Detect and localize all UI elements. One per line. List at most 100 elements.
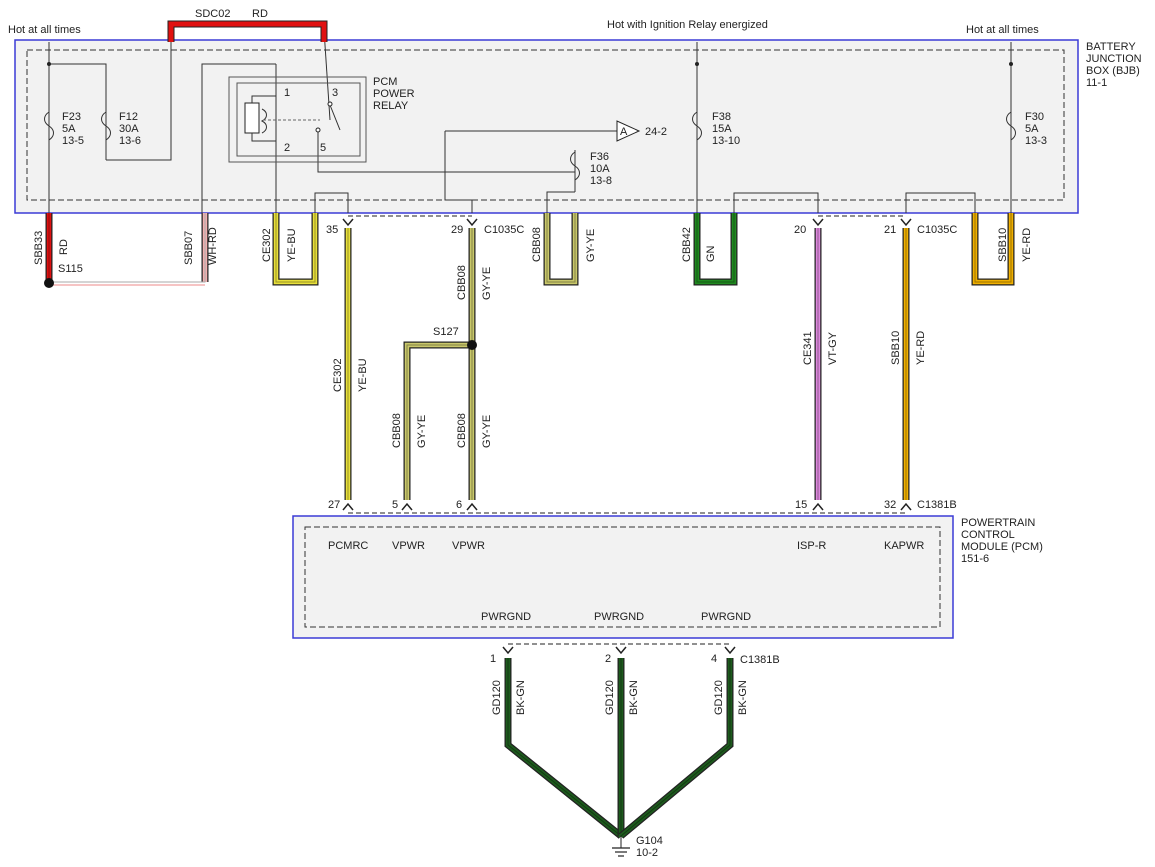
relay-pin-3: 3 xyxy=(332,87,338,99)
wire-gd120-1-color-label: BK-GN xyxy=(515,680,527,715)
ground-g104-id: G104 xyxy=(636,835,663,847)
cavity-29 xyxy=(466,218,478,227)
offpage-letter: A xyxy=(620,126,628,138)
fuse-f23: F23 5A 13-5 xyxy=(44,111,84,147)
bjb-label-line2: JUNCTION xyxy=(1086,53,1142,65)
wire-gd120-2-circuit-label: GD120 xyxy=(604,680,616,715)
fuse-f23-id: F23 xyxy=(62,111,81,123)
cavity-35 xyxy=(342,218,354,227)
pin-top-20: 20 xyxy=(794,224,806,236)
pcm-label-line1: POWERTRAIN xyxy=(961,517,1035,529)
hot-label-left: Hot at all times xyxy=(8,24,81,36)
fuse-f36: F36 10A 13-8 xyxy=(570,151,612,187)
ground-g104: G104 10-2 xyxy=(612,835,663,859)
relay-pin-2: 2 xyxy=(284,142,290,154)
connector-c1035c-label-right: C1035C xyxy=(917,224,957,236)
bjb-label: BATTERY JUNCTION BOX (BJB) 11-1 xyxy=(1086,41,1142,89)
pcm-signal-isp-r: ISP-R xyxy=(797,540,826,552)
wire-cbb08-loop-circuit-label: CBB08 xyxy=(531,227,543,262)
cavity-20 xyxy=(812,218,824,227)
relay-label-line1: PCM xyxy=(373,76,397,88)
pcm-signal-pwrgnd-2: PWRGND xyxy=(594,611,644,623)
connector-c1035c-label-left: C1035C xyxy=(484,224,524,236)
cavity-g2 xyxy=(615,646,627,655)
fuse-f12-amps: 30A xyxy=(119,123,139,135)
wire-cbb08-lower-circuit-label: CBB08 xyxy=(456,413,468,448)
fuse-f23-amps: 5A xyxy=(62,123,76,135)
wire-ce302-pcm-circuit-label: CE302 xyxy=(332,358,344,392)
bjb-junction-f23 xyxy=(47,62,51,66)
wire-sdc02-circuit: SDC02 xyxy=(195,8,230,20)
bjb-junction-f30 xyxy=(1009,62,1013,66)
wire-ce341-circuit-label: CE341 xyxy=(802,331,814,365)
bjb-inner-dash xyxy=(26,49,1065,201)
wire-cbb42-loop xyxy=(693,213,738,286)
splice-s127-dot xyxy=(467,340,477,350)
cavity-32 xyxy=(900,502,912,511)
pin-pcm-6: 6 xyxy=(456,499,462,511)
wire-gd120-2-color-label: BK-GN xyxy=(628,680,640,715)
cavity-g4 xyxy=(724,646,736,655)
cavity-6 xyxy=(466,502,478,511)
connector-c1381b-label-top: C1381B xyxy=(917,499,957,511)
pcm-inner-dash xyxy=(304,526,941,628)
offpage-ref: 24-2 xyxy=(645,126,667,138)
fuse-f30-amps: 5A xyxy=(1025,123,1039,135)
pin-pcm-15: 15 xyxy=(795,499,807,511)
pin-pcm-27: 27 xyxy=(328,499,340,511)
offpage-triangle xyxy=(616,120,641,142)
offpage-reference: A 24-2 xyxy=(616,120,667,142)
wire-cbb08-branch xyxy=(403,341,472,500)
wire-sbb07-color-label: WH-RD xyxy=(207,227,219,265)
wire-ce302-pcm-color-label: YE-BU xyxy=(357,358,369,392)
bjb-box xyxy=(14,39,1079,214)
bjb-label-line3: BOX (BJB) xyxy=(1086,65,1140,77)
wire-cbb42-loop-circuit-label: CBB42 xyxy=(681,227,693,262)
wire-sdc02-color: RD xyxy=(252,8,268,20)
splice-s115-label: S115 xyxy=(58,263,83,275)
cavity-5 xyxy=(401,502,413,511)
pcm-label: POWERTRAIN CONTROL MODULE (PCM) 151-6 xyxy=(961,517,1043,565)
fuse-f12: F12 30A 13-6 xyxy=(101,111,141,147)
relay-coil xyxy=(244,102,260,134)
wire-cbb08-main-color-label: GY-YE xyxy=(481,267,493,300)
pcm-signal-pwrgnd-1: PWRGND xyxy=(481,611,531,623)
wire-ce302-loop-circuit-label: CE302 xyxy=(261,228,273,262)
pin-top-21: 21 xyxy=(884,224,896,236)
pin-top-35: 35 xyxy=(326,224,338,236)
ground-pin-4: 4 xyxy=(711,653,717,665)
wire-ce341-color-label: VT-GY xyxy=(827,331,839,365)
fuse-f30-ref: 13-3 xyxy=(1025,135,1047,147)
fuse-f38-id: F38 xyxy=(712,111,731,123)
pcm-signal-pcmrc: PCMRC xyxy=(328,540,368,552)
hot-label-right: Hot at all times xyxy=(966,24,1039,36)
wire-sbb10-loop-color-label: YE-RD xyxy=(1021,228,1033,262)
fuse-f36-amps: 10A xyxy=(590,163,610,175)
pin-top-29: 29 xyxy=(451,224,463,236)
fuse-f12-id: F12 xyxy=(119,111,138,123)
wire-sbb10-loop-circuit-label: SBB10 xyxy=(997,228,1009,262)
pcm-label-ref: 151-6 xyxy=(961,553,989,565)
bjb-label-line1: BATTERY xyxy=(1086,41,1136,53)
relay-pin-1: 1 xyxy=(284,87,290,99)
cavity-21 xyxy=(900,218,912,227)
pcm-signal-pwrgnd-3: PWRGND xyxy=(701,611,751,623)
connector-cavities xyxy=(342,218,912,655)
ground-pin-1: 1 xyxy=(490,653,496,665)
pin-pcm-32: 32 xyxy=(884,499,896,511)
pcm-label-line3: MODULE (PCM) xyxy=(961,541,1043,553)
wire-gd120-4-circuit-label: GD120 xyxy=(713,680,725,715)
bjb-internal-wiring xyxy=(48,29,1012,213)
wire-sbb10-pcm-circuit-label: SBB10 xyxy=(890,331,902,365)
wire-cbb42-loop-color-label: GN xyxy=(705,245,717,262)
wire-gd120-1-circuit-label: GD120 xyxy=(491,680,503,715)
wire-sdc02: SDC02 RD xyxy=(167,8,328,42)
fuse-f30: F30 5A 13-3 xyxy=(1006,111,1047,147)
fuse-f36-id: F36 xyxy=(590,151,609,163)
pcm-signal-vpwr-1: VPWR xyxy=(392,540,425,552)
connector-c1381b-label-bottom: C1381B xyxy=(740,654,780,666)
pcm-power-relay: 1 2 3 5 PCM POWER RELAY xyxy=(228,76,415,163)
pcm-signal-vpwr-2: VPWR xyxy=(452,540,485,552)
relay-contact-5 xyxy=(315,127,321,133)
